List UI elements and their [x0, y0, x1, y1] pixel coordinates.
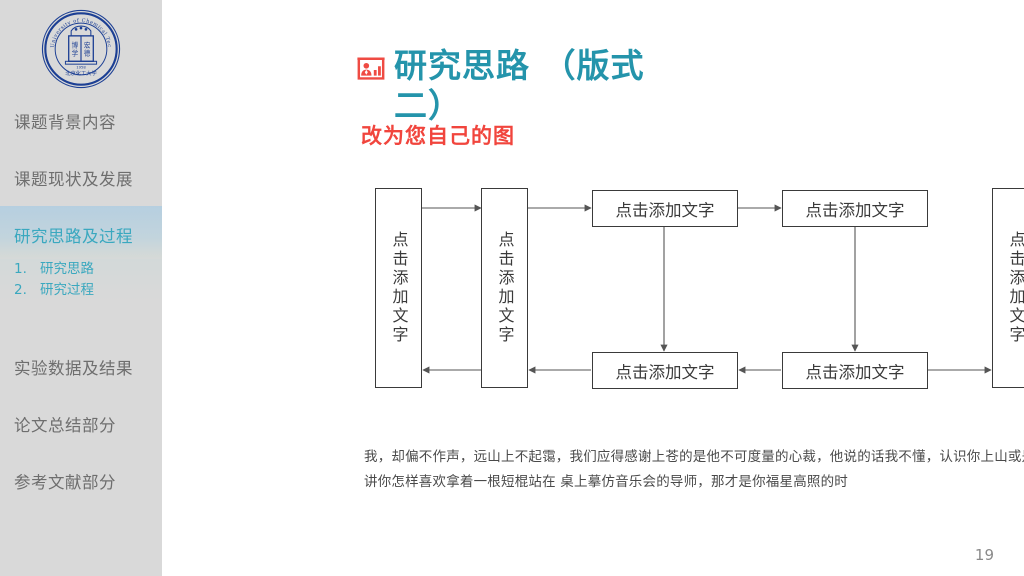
sidebar-item-label: 课题背景内容: [14, 112, 116, 132]
sidebar-nav-lower: 实验数据及结果 论文总结部分 参考文献部分: [0, 338, 162, 509]
sidebar-nav-upper: 课题背景内容 课题现状及发展 研究思路及过程 1. 研究思路 2. 研究过程: [0, 92, 162, 301]
sidebar-item-conclusion[interactable]: 论文总结部分: [0, 395, 162, 452]
sidebar-item-status[interactable]: 课题现状及发展: [0, 149, 162, 206]
sidebar-subnav: 1. 研究思路 2. 研究过程: [0, 259, 162, 301]
flow-box-label: 点击添加文字: [1006, 231, 1024, 345]
page-title: 研究思路 （版式二）: [394, 46, 645, 125]
flow-box-label: 点击添加文字: [615, 362, 715, 382]
flow-box-5[interactable]: 点击添加文字: [992, 188, 1024, 388]
flow-box-3[interactable]: 点击添加文字: [592, 190, 738, 227]
sidebar-item-label: 研究思路及过程: [14, 226, 133, 246]
slide-content: 研究思路 （版式二） 改为您自己的图: [162, 0, 1024, 576]
sidebar-item-references[interactable]: 参考文献部分: [0, 452, 162, 509]
page-subtitle: 改为您自己的图: [361, 124, 515, 148]
sidebar-subitem-research-idea[interactable]: 1. 研究思路: [14, 259, 162, 280]
subitem-number: 2.: [14, 282, 27, 298]
page-number: 19: [974, 546, 994, 564]
svg-text:德: 德: [84, 49, 91, 58]
flow-box-8[interactable]: 点击添加文字: [782, 352, 928, 389]
flow-box-7[interactable]: 点击添加文字: [782, 190, 928, 227]
flow-box-label: 点击添加文字: [389, 231, 409, 345]
svg-text:宏: 宏: [84, 40, 91, 49]
sidebar-subitem-research-process[interactable]: 2. 研究过程: [14, 280, 162, 301]
title-row: 研究思路 （版式二）: [356, 46, 694, 126]
sidebar-item-experiment-results[interactable]: 实验数据及结果: [0, 338, 162, 395]
flow-box-2[interactable]: 点击添加文字: [481, 188, 528, 388]
sidebar-item-label: 参考文献部分: [14, 472, 116, 492]
subitem-number: 1.: [14, 261, 27, 277]
sidebar: 博 宏 学 德 1958 北京化工大学 Beijing University o…: [0, 0, 162, 576]
university-logo-icon: 博 宏 学 德 1958 北京化工大学 Beijing University o…: [40, 8, 121, 89]
svg-text:学: 学: [72, 49, 79, 58]
sidebar-item-label: 课题现状及发展: [14, 169, 133, 189]
subitem-label: 研究过程: [40, 282, 94, 298]
body-paragraph: 我，却偏不作声，远山上不起霭，我们应得感谢上苍的是他不可度量的心裁，他说的话我不…: [364, 449, 1024, 490]
presentation-chart-icon: [357, 57, 385, 80]
svg-text:1958: 1958: [76, 65, 86, 69]
flow-box-label: 点击添加文字: [805, 200, 905, 220]
logo-container: 博 宏 学 德 1958 北京化工大学 Beijing University o…: [0, 8, 162, 90]
flow-box-label: 点击添加文字: [615, 200, 715, 220]
sidebar-item-label: 实验数据及结果: [14, 358, 133, 378]
flow-box-label: 点击添加文字: [495, 231, 515, 345]
sidebar-item-label: 论文总结部分: [14, 415, 116, 435]
flow-box-label: 点击添加文字: [805, 362, 905, 382]
svg-text:博: 博: [72, 40, 79, 49]
subitem-label: 研究思路: [40, 261, 94, 277]
flow-box-4[interactable]: 点击添加文字: [592, 352, 738, 389]
svg-text:北京化工大学: 北京化工大学: [65, 69, 96, 77]
sidebar-item-research-approach[interactable]: 研究思路及过程: [0, 206, 162, 263]
sidebar-item-background[interactable]: 课题背景内容: [0, 92, 162, 149]
flow-box-1[interactable]: 点击添加文字: [375, 188, 422, 388]
